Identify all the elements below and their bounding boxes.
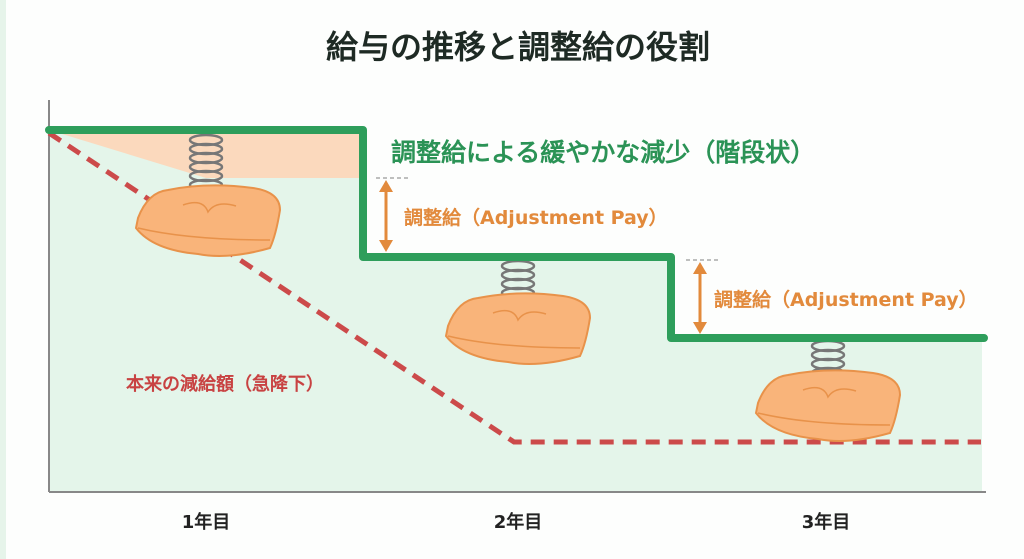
stepped-salary-line — [45, 126, 988, 342]
x-tick-year-3: 3年目 — [801, 512, 851, 533]
cushion-icon — [755, 369, 901, 442]
cushion-icon — [445, 292, 591, 365]
adjustment-pay-label-2: 調整給（Adjustment Pay） — [714, 289, 978, 311]
original-decrease-label: 本来の減給額（急降下） — [126, 374, 324, 395]
adjustment-pay-label-1: 調整給（Adjustment Pay） — [404, 207, 668, 229]
diagram-title: 給与の推移と調整給の役割 — [6, 22, 1024, 68]
x-tick-year-2: 2年目 — [493, 512, 543, 533]
cushion-icon — [135, 184, 281, 257]
x-tick-year-1: 1年目 — [181, 512, 231, 533]
adjustment-arrow-2 — [686, 259, 718, 334]
stepped-decrease-label: 調整給による緩やかな減少（階段状） — [391, 138, 816, 167]
adjustment-arrow-1 — [376, 177, 408, 252]
salary-diagram — [45, 100, 988, 493]
spring-icon — [188, 133, 224, 192]
